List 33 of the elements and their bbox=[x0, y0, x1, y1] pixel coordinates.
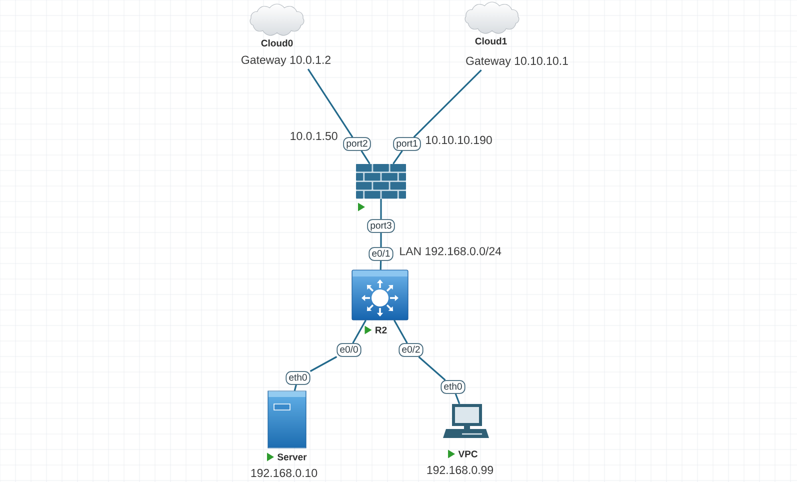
address-label: 10.10.10.190 bbox=[426, 136, 492, 144]
port-label: e0/1 bbox=[368, 247, 394, 261]
port-label: eth0 bbox=[440, 380, 466, 394]
address-label: LAN 192.168.0.0/24 bbox=[400, 246, 502, 256]
link-line bbox=[392, 150, 403, 164]
port-label: port3 bbox=[367, 219, 395, 233]
link-line bbox=[394, 320, 408, 344]
port-label: port1 bbox=[393, 137, 421, 151]
address-label: 10.0.1.50 bbox=[290, 132, 338, 140]
link-line bbox=[352, 320, 366, 344]
port-label: e0/0 bbox=[336, 343, 362, 357]
link-line bbox=[380, 232, 382, 248]
link-line bbox=[380, 198, 382, 220]
link-line bbox=[294, 384, 297, 391]
ip-address: 192.168.0.99 bbox=[427, 466, 494, 474]
port-label: port2 bbox=[343, 137, 371, 151]
link-line bbox=[413, 70, 482, 138]
port-label: eth0 bbox=[286, 371, 310, 385]
device-name: VPC bbox=[458, 450, 478, 458]
link-line bbox=[454, 394, 460, 404]
gateway-label: Gateway 10.0.1.2 bbox=[242, 56, 330, 66]
port-label: e0/2 bbox=[398, 343, 424, 357]
link-line bbox=[360, 150, 370, 164]
link-line bbox=[307, 68, 354, 138]
link-line bbox=[418, 356, 446, 381]
gateway-label: Gateway 10.10.10.1 bbox=[466, 56, 568, 68]
link-line bbox=[310, 356, 338, 372]
device-name: Cloud0 bbox=[261, 40, 293, 46]
ip-address: 192.168.0.10 bbox=[251, 468, 318, 478]
device-name: Server bbox=[277, 454, 307, 460]
device-name: R2 bbox=[376, 326, 387, 334]
link-line bbox=[380, 260, 382, 270]
device-name: Cloud1 bbox=[475, 38, 507, 44]
